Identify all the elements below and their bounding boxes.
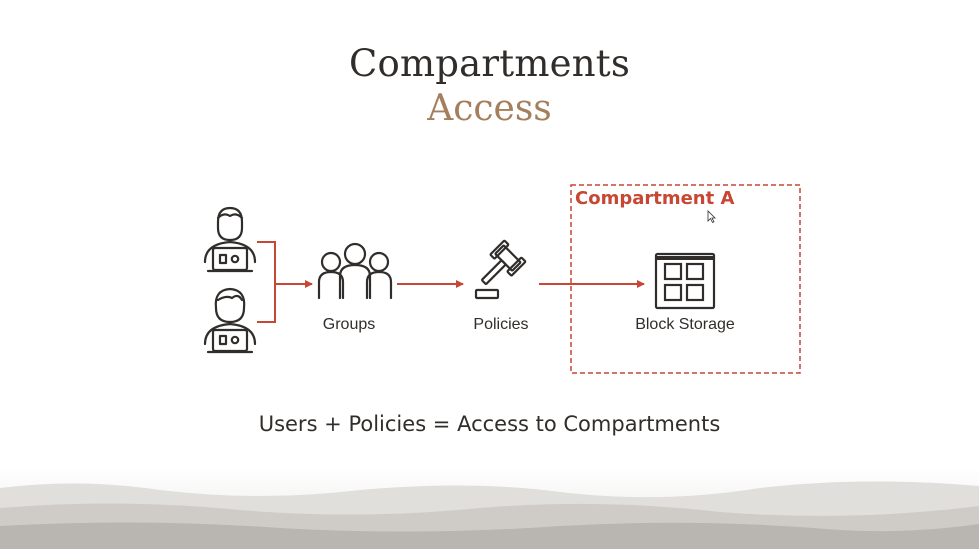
compartment-box [570,184,801,374]
user-laptop-icon [203,206,257,273]
block-storage-label: Block Storage [635,316,735,333]
policies-label: Policies [473,316,529,333]
page-subtitle: Access [427,88,552,129]
groups-label: Groups [322,316,376,333]
page-title: Compartments [348,42,631,85]
user-connector [257,241,313,323]
gavel-icon [474,239,527,300]
user-laptop-icon [203,287,257,354]
access-equation: Users + Policies = Access to Compartment… [258,412,721,436]
block-storage-icon [654,252,716,310]
decorative-landscape [0,468,979,549]
mouse-cursor-icon [707,210,716,224]
group-icon [317,242,393,300]
compartment-label: Compartment A [575,188,735,209]
